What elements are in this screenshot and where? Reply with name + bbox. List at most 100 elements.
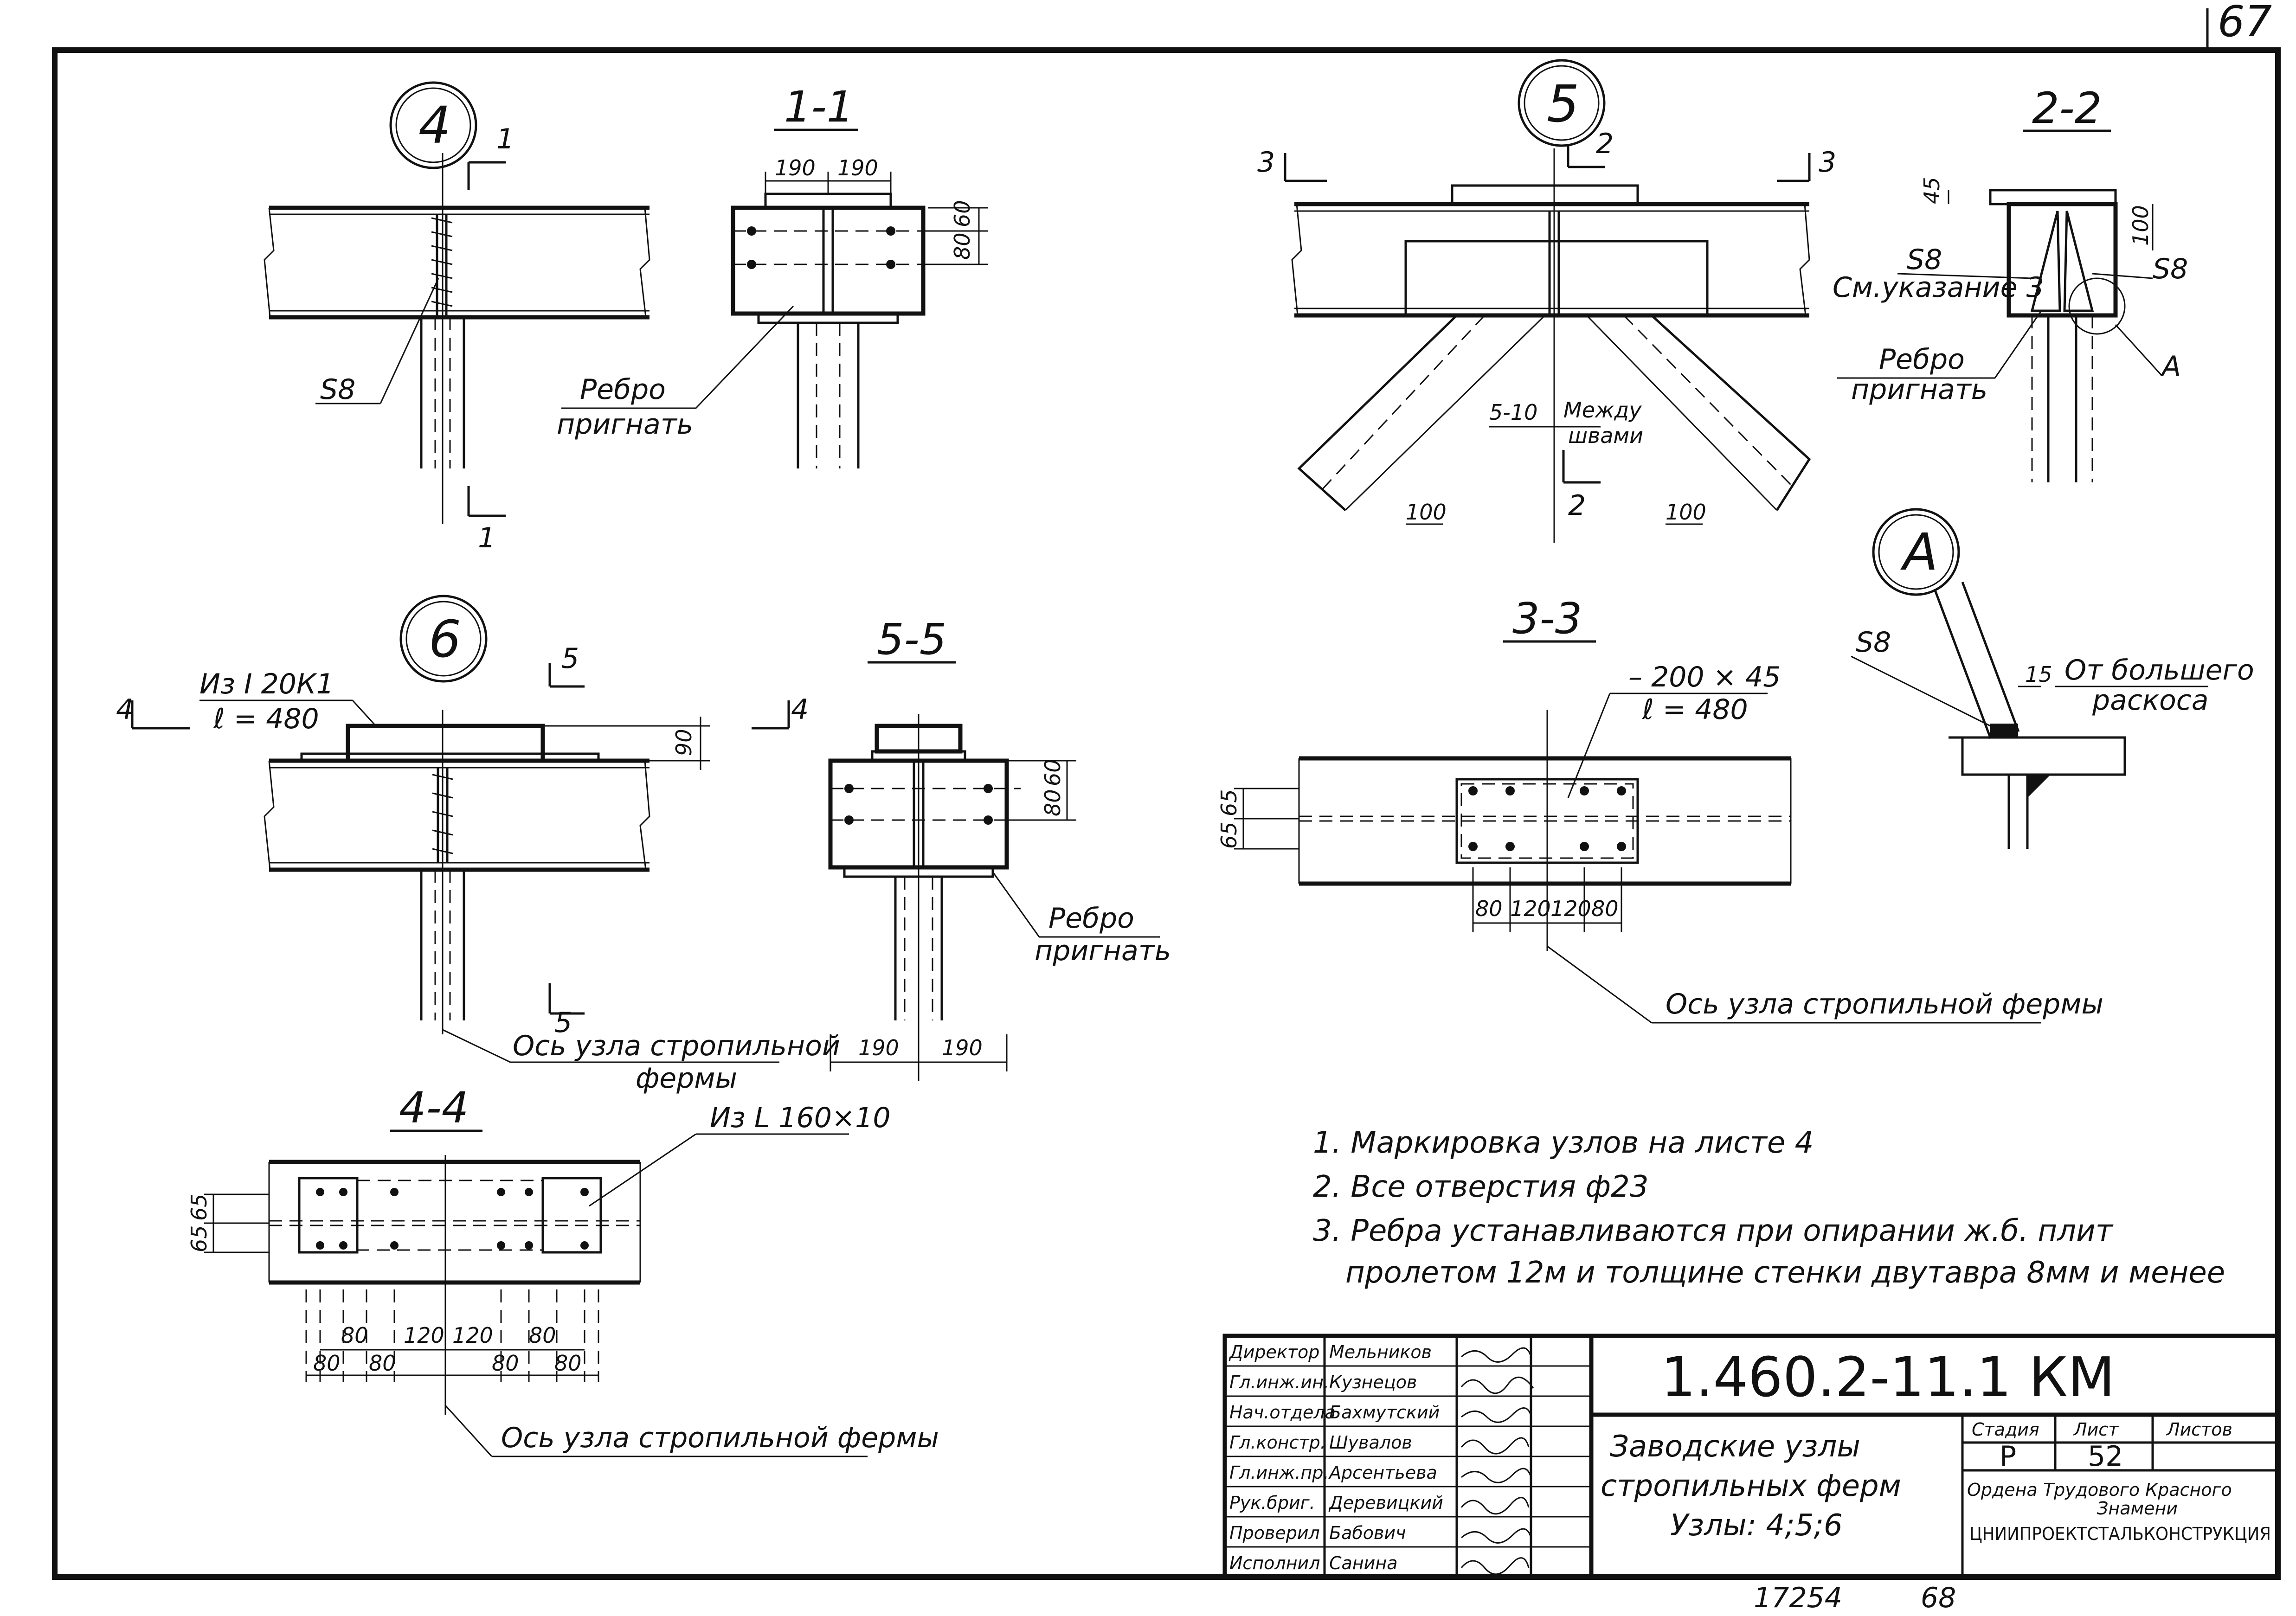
svg-text:80: 80 bbox=[492, 1351, 519, 1376]
svg-text:45: 45 bbox=[1919, 177, 1944, 204]
general-notes: 1. Маркировка узлов на листе 4 2. Все от… bbox=[1313, 1126, 2225, 1290]
svg-text:Бабович: Бабович bbox=[1329, 1523, 1406, 1543]
svg-text:80: 80 bbox=[950, 232, 975, 260]
svg-text:5-10: 5-10 bbox=[1489, 400, 1537, 425]
svg-text:Исполнил: Исполнил bbox=[1229, 1553, 1320, 1573]
svg-text:Бахмутский: Бахмутский bbox=[1329, 1402, 1440, 1423]
section-5-5-title: 5-5 bbox=[877, 615, 946, 664]
svg-text:5: 5 bbox=[554, 1007, 572, 1039]
node-6-mark bbox=[399, 595, 488, 683]
svg-text:5: 5 bbox=[561, 642, 579, 675]
svg-text:– 200 × 45: – 200 × 45 bbox=[1628, 661, 1781, 693]
node-5-mark bbox=[1518, 59, 1606, 147]
svg-text:190: 190 bbox=[775, 155, 816, 180]
section-1-1-title: 1-1 bbox=[784, 82, 854, 132]
svg-text:ℓ = 480: ℓ = 480 bbox=[1642, 693, 1748, 726]
svg-text:Директор: Директор bbox=[1228, 1342, 1319, 1362]
svg-text:3: 3 bbox=[1819, 146, 1836, 179]
svg-text:Шувалов: Шувалов bbox=[1329, 1432, 1412, 1453]
node-6-view: 6 4 4 5 5 Из I 20К1 ℓ = 480 bbox=[116, 595, 840, 1095]
section-3-3-view: 3-3 – 200 × 45 ℓ = 480 65 65 bbox=[1216, 594, 2103, 1024]
svg-text:Санина: Санина bbox=[1329, 1553, 1398, 1573]
section-2-2-view: 2-2 45 100 S8 См.указание 3 S8 A Ребро п… bbox=[1833, 83, 2188, 482]
svg-text:Рук.бриг.: Рук.бриг. bbox=[1229, 1493, 1315, 1513]
svg-text:65: 65 bbox=[187, 1193, 212, 1221]
svg-text:Гл.инж.ин.: Гл.инж.ин. bbox=[1229, 1372, 1329, 1392]
svg-text:Проверил: Проверил bbox=[1229, 1523, 1320, 1543]
svg-text:80: 80 bbox=[369, 1351, 396, 1376]
svg-text:A: A bbox=[2160, 350, 2181, 383]
svg-text:80: 80 bbox=[1475, 896, 1503, 921]
svg-text:80: 80 bbox=[1591, 896, 1619, 921]
drawing-title-1: Заводские узлы bbox=[1610, 1430, 1860, 1464]
note-1: 1. Маркировка узлов на листе 4 bbox=[1313, 1126, 1814, 1160]
svg-text:1: 1 bbox=[496, 123, 514, 155]
document-code: 1.460.2-11.1 КМ bbox=[1661, 1345, 2115, 1409]
svg-text:Между: Между bbox=[1563, 398, 1642, 423]
svg-text:S8: S8 bbox=[1856, 626, 1891, 659]
svg-text:2: 2 bbox=[1568, 489, 1586, 522]
svg-text:2: 2 bbox=[1596, 128, 1614, 160]
stage-value: Р bbox=[2000, 1440, 2016, 1473]
signatures bbox=[1460, 1347, 1534, 1575]
svg-text:ℓ = 480: ℓ = 480 bbox=[213, 703, 319, 735]
node-4-weld: S8 bbox=[320, 373, 355, 406]
svg-text:90: 90 bbox=[671, 729, 696, 756]
svg-text:65: 65 bbox=[1216, 821, 1241, 849]
svg-text:Ось узла стропильной фермы: Ось узла стропильной фермы bbox=[1666, 988, 2103, 1020]
svg-text:Гл.констр.: Гл.констр. bbox=[1229, 1432, 1326, 1453]
node-5-view: 5 3 3 2 2 5-10 Между швами 1 bbox=[1257, 59, 1836, 543]
svg-text:См.указание 3: См.указание 3 bbox=[1833, 271, 2044, 304]
node-4-label: 4 bbox=[418, 96, 451, 155]
svg-text:Ребро: Ребро bbox=[580, 373, 666, 406]
svg-text:Из L 160×10: Из L 160×10 bbox=[710, 1102, 891, 1134]
archive-number: 17254 bbox=[1754, 1582, 1842, 1614]
section-2-2-title: 2-2 bbox=[2032, 83, 2102, 133]
svg-text:пригнать: пригнать bbox=[557, 408, 693, 441]
svg-text:190: 190 bbox=[858, 1035, 899, 1060]
section-5-5-view: 5-5 80 60 190 190 Ребро пригнат bbox=[828, 615, 1171, 1081]
svg-text:120: 120 bbox=[452, 1323, 493, 1348]
detail-a-mark bbox=[1872, 508, 1960, 596]
title-block: Директор Мельников Гл.инж.ин. Кузнецов Н… bbox=[1222, 1334, 2280, 1579]
node-4-view: 4 1 1 S8 bbox=[264, 81, 650, 554]
svg-text:Лист: Лист bbox=[2073, 1419, 2119, 1440]
svg-text:Листов: Листов bbox=[2166, 1419, 2232, 1440]
note-3: 3. Ребра устанавливаются при опирании ж.… bbox=[1313, 1214, 2114, 1248]
svg-text:65: 65 bbox=[1216, 789, 1241, 816]
svg-text:S8: S8 bbox=[1907, 244, 1942, 276]
svg-text:80: 80 bbox=[529, 1323, 556, 1348]
svg-text:80: 80 bbox=[1040, 789, 1065, 816]
note-3-cont: пролетом 12м и толщине стенки двутавра 8… bbox=[1345, 1256, 2225, 1290]
section-4-4-view: 4-4 Из L 160×10 65 65 bbox=[187, 1083, 939, 1457]
svg-text:Ось узла стропильной фермы: Ось узла стропильной фермы bbox=[501, 1422, 939, 1454]
svg-text:120: 120 bbox=[1550, 896, 1591, 921]
svg-text:120: 120 bbox=[404, 1323, 444, 1348]
svg-text:швами: швами bbox=[1568, 423, 1643, 448]
svg-text:Ребро: Ребро bbox=[1048, 902, 1134, 935]
detail-a-label: A bbox=[1900, 522, 1938, 582]
svg-text:пригнать: пригнать bbox=[1851, 373, 1987, 406]
svg-text:120: 120 bbox=[1510, 896, 1551, 921]
svg-text:раскоса: раскоса bbox=[2092, 684, 2209, 717]
svg-text:фермы: фермы bbox=[636, 1062, 737, 1095]
page-number: 68 bbox=[1921, 1582, 1956, 1614]
svg-text:Деревицкий: Деревицкий bbox=[1328, 1493, 1443, 1513]
svg-text:80: 80 bbox=[341, 1323, 368, 1348]
svg-text:Ось узла стропильной: Ось узла стропильной bbox=[513, 1030, 840, 1062]
node-4-mark bbox=[389, 81, 477, 169]
svg-text:80: 80 bbox=[554, 1351, 582, 1376]
svg-text:Ордена Трудового Красного: Ордена Трудового Красного bbox=[1967, 1480, 2232, 1500]
svg-text:Нач.отдела: Нач.отдела bbox=[1229, 1402, 1336, 1423]
svg-text:Стадия: Стадия bbox=[1972, 1419, 2039, 1440]
svg-text:Кузнецов: Кузнецов bbox=[1329, 1372, 1417, 1392]
svg-text:Ребро: Ребро bbox=[1879, 343, 1965, 376]
drawing-title-3: Узлы: 4;5;6 bbox=[1670, 1508, 1843, 1543]
svg-text:190: 190 bbox=[942, 1035, 983, 1060]
section-4-4-title: 4-4 bbox=[399, 1083, 469, 1133]
node-5-label: 5 bbox=[1547, 74, 1579, 134]
svg-text:100: 100 bbox=[2128, 205, 2153, 246]
drawing-title-2: стропильных ферм bbox=[1601, 1469, 1901, 1503]
svg-text:60: 60 bbox=[950, 200, 975, 227]
